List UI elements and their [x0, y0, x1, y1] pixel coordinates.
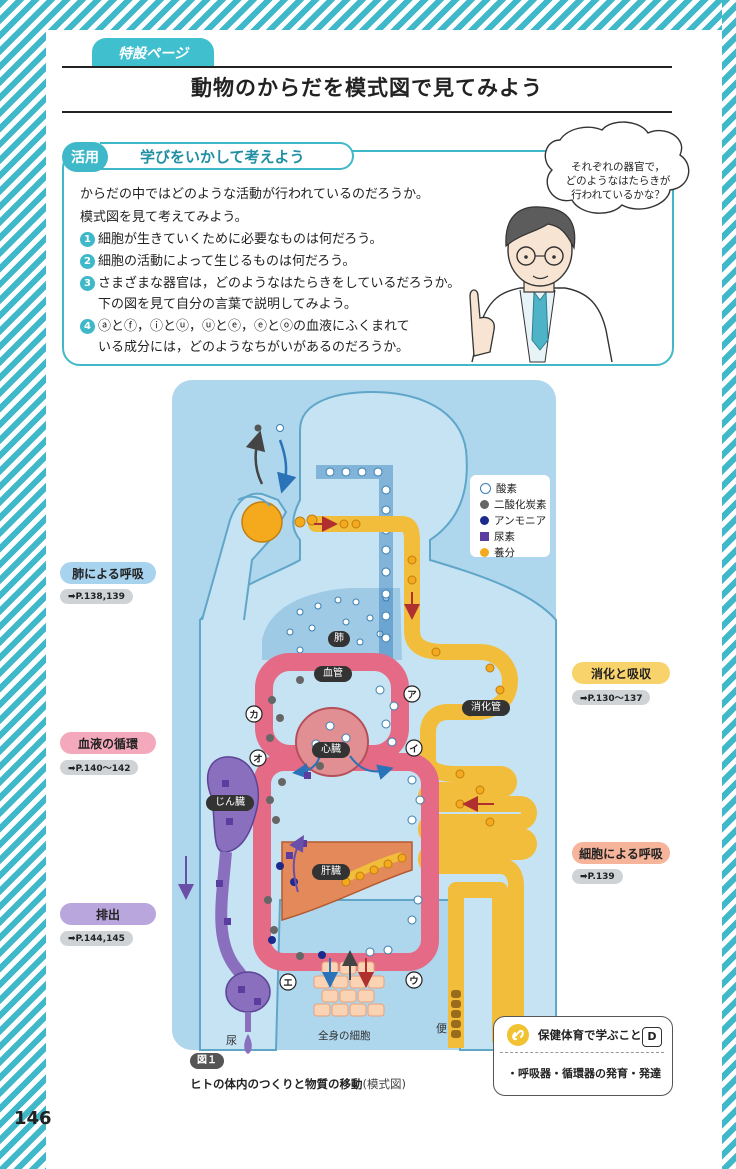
pe-note-divider	[500, 1052, 664, 1054]
side-label-cell: 細胞による呼吸	[572, 842, 670, 864]
lung-area	[262, 588, 402, 660]
legend-label: アンモニア	[494, 515, 547, 527]
title-rule-top	[62, 66, 672, 68]
point-u: ウ	[409, 976, 419, 987]
legend-item-ammonia: アンモニア	[480, 513, 546, 528]
question-text: 細胞が生きていくために必要なものは何だろう。	[98, 232, 383, 247]
activity-intro-2: 模式図を見て考えてみよう。	[80, 210, 248, 225]
side-label-lung: 肺による呼吸	[60, 562, 156, 584]
question-text: ⓐとⓕ，ⓘとⓤ，ⓤとⓔ，ⓔとⓞの血液にふくまれて	[98, 319, 410, 334]
legend-label: 二酸化炭素	[494, 499, 547, 511]
side-label-digestion: 消化と吸収	[572, 662, 670, 684]
nutrient-icon	[480, 548, 489, 557]
side-ref-excretion: ➡P.144,145	[60, 931, 133, 946]
title-rule-bottom	[62, 111, 672, 113]
right-stripe	[722, 0, 736, 1169]
pe-note-tag: D	[642, 1027, 662, 1047]
pe-note-title: 保健体育で学ぶこと	[538, 1028, 642, 1042]
fruit-icon	[241, 501, 283, 543]
side-ref-lung: ➡P.138,139	[60, 589, 133, 604]
caption-note: (模式図)	[362, 1077, 406, 1091]
question-number: 1	[80, 232, 95, 247]
figure-caption: ヒトの体内のつくりと物質の移動(模式図)	[190, 1076, 406, 1092]
co2-icon	[480, 500, 489, 509]
organ-liver-label: 肝臓	[312, 864, 350, 880]
organ-cells-label: 全身の細胞	[318, 1030, 371, 1042]
ammonia-icon	[480, 516, 489, 525]
speech-line: どのようなはたらきが	[565, 175, 671, 187]
urea-icon	[480, 532, 489, 541]
side-ref-cell: ➡P.139	[572, 869, 623, 884]
question-number: 3	[80, 276, 95, 291]
page-number: 146	[14, 1108, 52, 1129]
oxygen-icon	[480, 483, 491, 494]
activity-box	[62, 150, 674, 366]
legend-label: 養分	[494, 547, 515, 559]
activity-intro-1: からだの中ではどのような活動が行われているのだろうか。	[80, 187, 429, 202]
side-label-blood: 血液の循環	[60, 732, 156, 754]
link-icon	[507, 1024, 529, 1046]
feces-label: 便	[436, 1022, 447, 1035]
special-page-tab: 特設ページ	[92, 38, 214, 68]
question-4-cont: いる成分には，どのようなちがいがあるのだろうか。	[98, 340, 409, 355]
page-title: 動物のからだを模式図で見てみよう	[191, 76, 543, 100]
organ-lung-label: 肺	[328, 631, 350, 647]
question-3-cont: 下の図を見て自分の言葉で説明してみよう。	[98, 297, 357, 312]
legend-label: 尿素	[494, 531, 515, 543]
caption-text: ヒトの体内のつくりと物質の移動	[190, 1077, 363, 1091]
legend-item-co2: 二酸化炭素	[480, 497, 547, 512]
legend-item-oxygen: 酸素	[480, 481, 517, 496]
side-ref-blood: ➡P.140～142	[60, 760, 139, 775]
pe-note-body: ・呼吸器・循環器の発育・発達	[507, 1067, 661, 1080]
question-number: 2	[80, 254, 95, 269]
organ-gut-label: 消化管	[462, 700, 510, 716]
point-a: ア	[407, 690, 417, 701]
activity-badge: 活用	[62, 142, 108, 172]
teacher-speech: それぞれの器官で， どのようなはたらきが 行われているかな？	[556, 160, 680, 202]
point-e: エ	[283, 978, 293, 989]
point-i: イ	[409, 744, 419, 755]
legend-item-nutrient: 養分	[480, 545, 515, 560]
side-ref-digestion: ➡P.130～137	[572, 690, 651, 705]
top-stripe	[0, 0, 736, 30]
question-text: 細胞の活動によって生じるものは何だろう。	[98, 254, 356, 269]
question-number: 4	[80, 319, 95, 334]
activity-heading: 学びをいかして考えよう	[100, 142, 354, 170]
point-ka: カ	[249, 710, 259, 721]
bladder-shape	[225, 971, 271, 1013]
question-text: さまざまな器官は，どのようなはたらきをしているだろうか。	[98, 276, 461, 291]
organ-heart-label: 心臓	[312, 742, 350, 758]
organ-kidney-label: じん臓	[206, 795, 254, 811]
left-stripe	[0, 0, 46, 1169]
point-o: オ	[253, 754, 263, 765]
speech-line: それぞれの器官で，	[570, 161, 666, 173]
figure-badge: 図１	[190, 1053, 224, 1069]
speech-line: 行われているかな？	[571, 189, 665, 201]
organ-vessel-label: 血管	[314, 666, 352, 682]
urine-label: 尿	[226, 1034, 237, 1047]
side-label-excretion: 排出	[60, 903, 156, 925]
legend-item-urea: 尿素	[480, 529, 515, 544]
legend-label: 酸素	[496, 483, 517, 495]
